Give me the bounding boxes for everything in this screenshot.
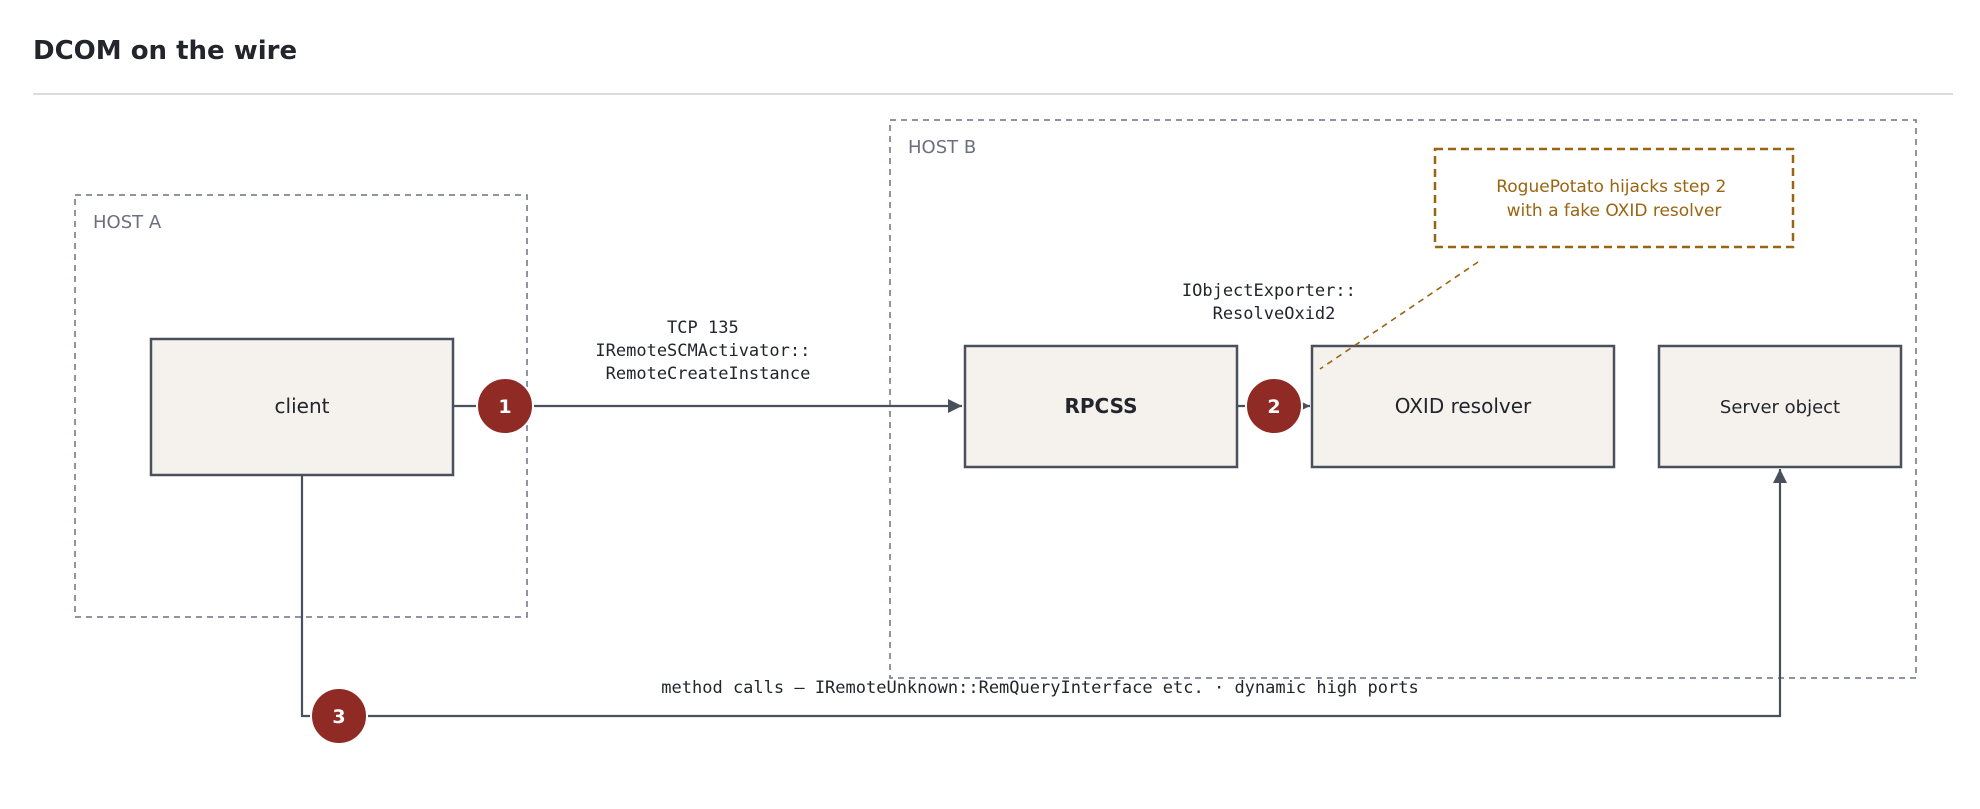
step-3-badge: 3 — [310, 687, 368, 745]
step-1-label: TCP 135 IRemoteSCMActivator:: RemoteCrea… — [595, 318, 820, 384]
host-b-label: HOST B — [908, 137, 976, 158]
server-object-box — [1657, 344, 1903, 469]
step-1-number: 1 — [498, 396, 511, 418]
note-pointer — [1319, 261, 1479, 370]
oxid-resolver-box — [1310, 344, 1616, 469]
rpcss-box — [963, 344, 1239, 469]
rpcss-label: RPCSS — [1064, 394, 1137, 418]
client-label: client — [275, 394, 330, 418]
step-2-label: IObjectExporter:: ResolveOxid2 — [1182, 281, 1366, 324]
step-3-label: method calls — IRemoteUnknown::RemQueryI… — [661, 678, 1418, 698]
page-title: DCOM on the wire — [33, 36, 298, 66]
title-divider — [33, 93, 1953, 95]
oxid-resolver-label: OXID resolver — [1395, 394, 1532, 418]
step-2-number: 2 — [1267, 396, 1280, 418]
step-1-badge: 1 — [476, 377, 534, 435]
client-box — [149, 337, 455, 477]
roguepotato-note-text: RoguePotato hijacks step 2 with a fake O… — [1496, 177, 1732, 221]
server-object-label: Server object — [1720, 397, 1840, 418]
roguepotato-note-box — [1433, 147, 1795, 249]
step-3-number: 3 — [332, 706, 345, 728]
host-a-label: HOST A — [93, 212, 162, 233]
step-2-badge: 2 — [1245, 377, 1303, 435]
step-3-connector — [300, 469, 1787, 718]
